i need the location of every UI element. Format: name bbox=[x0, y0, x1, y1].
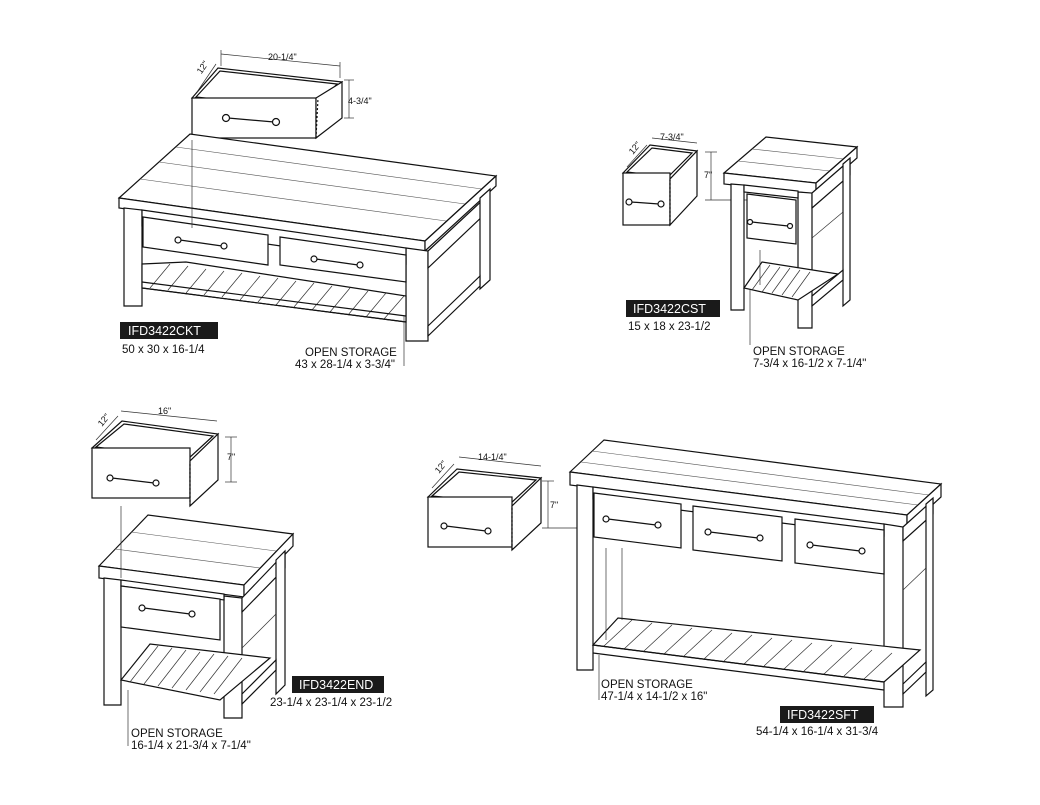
end-table-code: IFD3422END bbox=[299, 678, 373, 692]
chairside-drawer-width: 7-3/4" bbox=[660, 132, 684, 142]
coffee-table-drawing bbox=[117, 133, 498, 342]
end-table-storage-size: 16-1/4 x 21-3/4 x 7-1/4" bbox=[131, 740, 251, 752]
coffee-drawer-height: 4-3/4" bbox=[348, 96, 372, 106]
drawer-handle bbox=[310, 255, 364, 269]
coffee-table-group: 20-1/4" 12" 4-3/4" bbox=[117, 50, 498, 371]
coffee-table-code: IFD3422CKT bbox=[128, 324, 201, 338]
coffee-table-storage-label: OPEN STORAGE bbox=[305, 347, 397, 359]
sofa-table-size: 54-1/4 x 16-1/4 x 31-3/4 bbox=[756, 726, 879, 738]
drawer-handle bbox=[625, 198, 665, 208]
coffee-drawer-depth: 12" bbox=[195, 59, 211, 76]
end-drawer-height: 7" bbox=[227, 452, 235, 462]
sofa-table-drawing bbox=[568, 439, 943, 708]
chairside-drawer: 7-3/4" 12" 7" bbox=[621, 132, 750, 227]
end-table-drawer: 16" 12" 7" bbox=[90, 406, 237, 508]
end-table-drawing bbox=[97, 506, 295, 746]
chairside-drawer-depth: 12" bbox=[627, 140, 643, 157]
drawer-handle bbox=[440, 522, 492, 535]
end-table-size: 23-1/4 x 23-1/4 x 23-1/2 bbox=[270, 697, 392, 709]
chairside-drawer-height: 7" bbox=[704, 170, 712, 180]
sofa-table-storage-label: OPEN STORAGE bbox=[601, 679, 693, 691]
chairside-code: IFD3422CST bbox=[633, 302, 706, 316]
drawer-handle bbox=[138, 604, 196, 618]
end-drawer-width: 16" bbox=[158, 406, 171, 416]
coffee-table-storage-size: 43 x 28-1/4 x 3-3/4" bbox=[295, 359, 395, 371]
drawer-handle bbox=[704, 528, 764, 542]
drawer-handle bbox=[106, 474, 160, 487]
coffee-drawer-width: 20-1/4" bbox=[268, 52, 297, 62]
end-table-storage-label: OPEN STORAGE bbox=[131, 728, 223, 740]
sofa-drawer-height: 7" bbox=[550, 500, 558, 510]
sofa-table-storage-size: 47-1/4 x 14-1/2 x 16" bbox=[601, 691, 707, 703]
sofa-table-group: 14-1/4" 12" 7" bbox=[426, 439, 943, 738]
chairside-size: 15 x 18 x 23-1/2 bbox=[628, 321, 710, 333]
end-table-code-box bbox=[292, 676, 384, 693]
end-table-group: 16" 12" 7" bbox=[90, 406, 392, 752]
drawer-handle bbox=[174, 236, 228, 250]
sofa-table-drawer: 14-1/4" 12" 7" bbox=[426, 452, 590, 552]
chairside-storage-label: OPEN STORAGE bbox=[753, 346, 845, 358]
chairside-code-box bbox=[626, 300, 720, 317]
coffee-table-drawer: 20-1/4" 12" 4-3/4" bbox=[190, 50, 372, 140]
sofa-table-code: IFD3422SFT bbox=[787, 708, 859, 722]
drawer-handle bbox=[221, 113, 281, 127]
coffee-table-code-box bbox=[120, 322, 218, 339]
sofa-table-code-box bbox=[780, 706, 874, 723]
sofa-drawer-width: 14-1/4" bbox=[478, 452, 507, 462]
chairside-storage-size: 7-3/4 x 16-1/2 x 7-1/4" bbox=[753, 358, 866, 370]
drawer-handle bbox=[602, 515, 662, 529]
drawer-handle bbox=[746, 218, 794, 230]
chairside-table-group: 7-3/4" 12" 7" bbox=[621, 132, 866, 370]
drawer-handle bbox=[806, 541, 866, 555]
chairside-table-drawing bbox=[722, 136, 859, 345]
coffee-table-size: 50 x 30 x 16-1/4 bbox=[122, 344, 205, 356]
